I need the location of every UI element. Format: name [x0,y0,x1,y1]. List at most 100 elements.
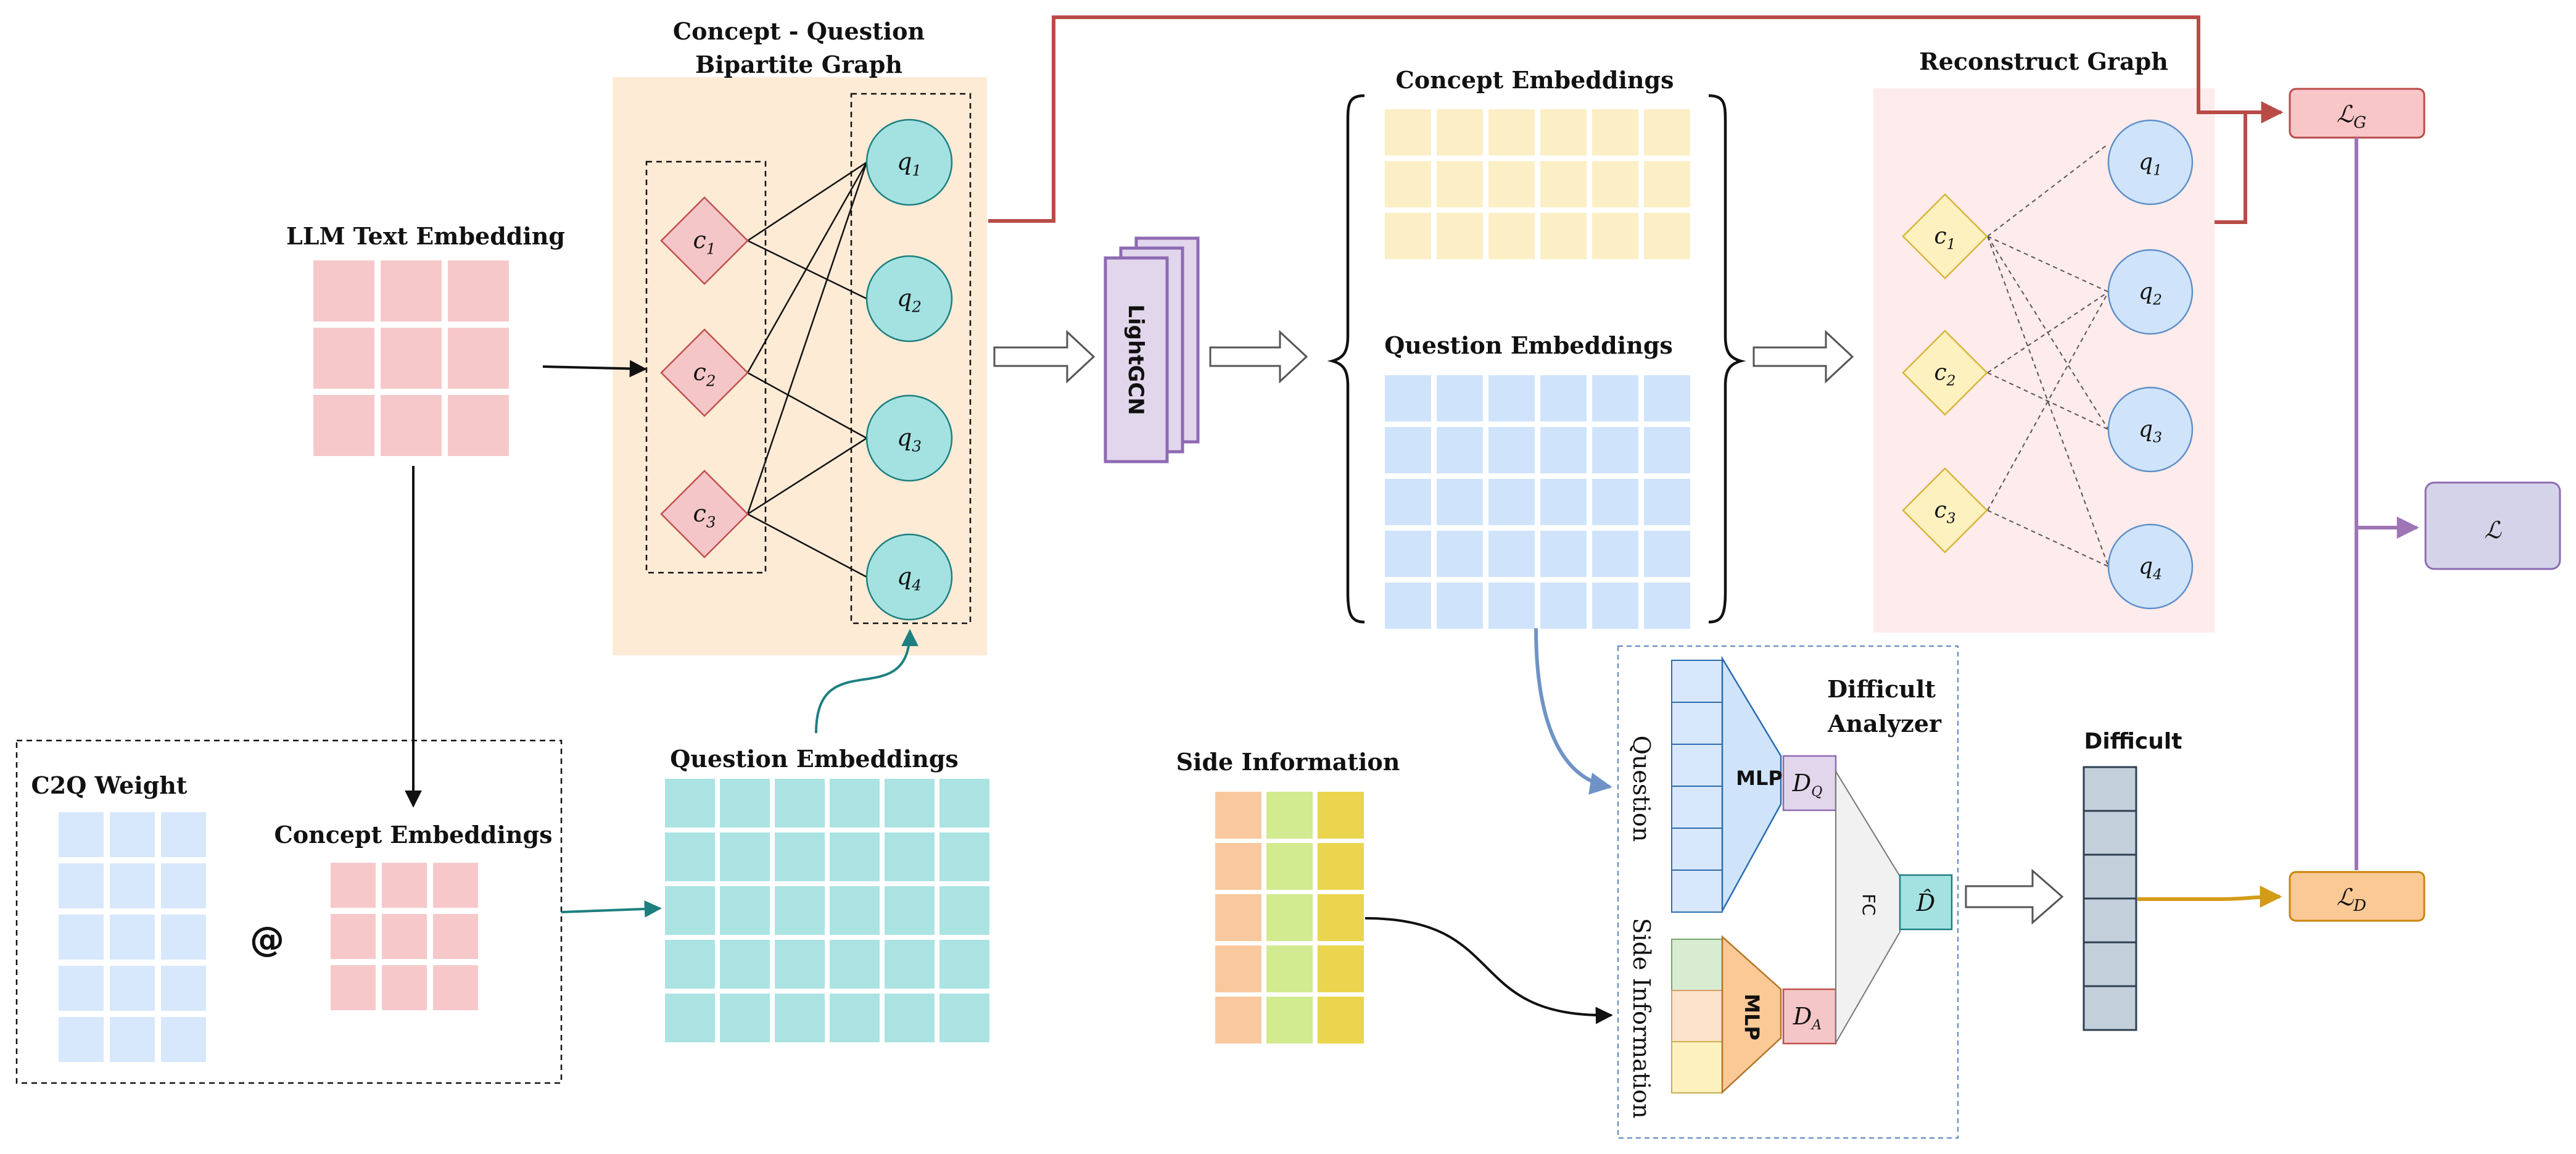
grid-cell [939,832,989,881]
node-label: q3 [897,424,922,455]
grid-cell [939,886,989,935]
grid-cell [382,863,427,908]
right-brace [1708,94,1746,624]
grid-cell [1385,583,1431,629]
gold-arrow-difficult-to-loss-d [2137,886,2282,908]
node-label: q1 [2139,150,2162,179]
node-label: q4 [897,563,922,594]
mlp-question-label: MLP [1736,766,1783,790]
grid-cell [830,940,880,989]
concept-node [660,328,749,417]
grid-cell [1644,583,1690,629]
grid-cell [433,914,478,959]
arrow-question-embeddings-to-analyzer [1534,628,1612,795]
loss-g-label: ℒG [2337,101,2366,132]
grid-cell [1644,213,1690,259]
mlp-side-label: MLP [1740,994,1764,1040]
arrow-side-info-to-analyzer [1364,917,1613,1024]
d-hat-box [1899,874,1953,931]
grid-cell [665,994,715,1042]
grid-cell [2083,897,2137,944]
difficult-column [2083,766,2137,1031]
reconstruct-edges [1987,143,2109,567]
grid-cell [775,832,825,881]
side-feature-column [1671,939,1723,1094]
grid-cell [1488,479,1535,525]
grid-cell [1671,1041,1723,1094]
side-information-vertical-label: Side Information [1628,918,1655,1118]
grid-cell [885,940,935,989]
question-node [2107,249,2194,335]
grid-cell [448,395,509,456]
d-a-box [1782,988,1837,1045]
grid-cell [161,863,206,908]
node-label: c2 [693,359,716,390]
grid-cell [1540,161,1587,207]
node-label: c1 [1934,224,1955,253]
question-feature-column [1671,660,1723,913]
concept-node [1902,467,1988,554]
grid-cell [381,260,442,322]
grid-cell [2083,985,2137,1031]
grid-cell [1540,583,1587,629]
grid-cell [1318,945,1364,992]
grid-cell [939,940,989,989]
node-label: c2 [1934,360,1955,389]
d-q-label: DQ [1792,770,1823,800]
grid-cell [1644,479,1690,525]
grid-cell [775,994,825,1042]
grid-cell [1644,427,1690,473]
question-node [865,118,953,206]
grid-cell [1592,531,1638,577]
lightgcn-label: LightGCN [1123,304,1148,415]
grid-cell [1215,792,1261,839]
grid-cell [720,994,770,1042]
grid-cell [1437,479,1483,525]
mlp-side-block [1721,935,1782,1094]
concept-embeddings-bottom-grid [331,863,478,1010]
grid-cell [885,886,935,935]
grid-cell [313,260,374,322]
difficult-analyzer-box [1617,645,1959,1139]
question-vertical-label: Question [1628,736,1655,842]
llm-text-embedding-grid [313,260,509,456]
question-embeddings-top-grid [1385,375,1690,629]
grid-cell [775,886,825,935]
grid-cell [59,863,104,908]
grid-cell [1644,161,1690,207]
grid-cell [665,886,715,935]
question-embeddings-top-title: Question Embeddings [1384,331,1673,359]
side-information-grid [1215,792,1364,1044]
node-label: q1 [897,148,922,180]
grid-cell [1266,997,1313,1044]
grid-cell [1644,531,1690,577]
grid-cell [1488,161,1535,207]
grid-cell [313,328,374,389]
question-embeddings-bottom-title: Question Embeddings [670,745,959,773]
question-node [865,533,953,621]
difficult-analyzer-title-line2: Analyzer [1827,710,1942,737]
grid-cell [448,328,509,389]
grid-cell [1671,939,1723,991]
node-label: q2 [897,284,922,316]
grid-cell [110,812,155,857]
concept-embeddings-bottom-title: Concept Embeddings [275,821,553,849]
grid-cell [2083,941,2137,987]
grid-cell [1540,375,1587,421]
grid-cell [382,965,427,1010]
question-node [865,255,953,342]
c2q-weight-grid [59,812,206,1062]
d-a-label: DA [1793,1003,1822,1033]
grid-cell [1437,427,1483,473]
concept-node [1902,193,1988,280]
question-node [2107,523,2194,610]
grid-cell [2083,853,2137,900]
grid-cell [331,965,376,1010]
llm-text-embedding-title: LLM Text Embedding [286,222,565,250]
grid-cell [1671,870,1723,913]
grid-cell [1385,531,1431,577]
matmul-operator: @ [250,919,284,960]
grid-cell [830,832,880,881]
